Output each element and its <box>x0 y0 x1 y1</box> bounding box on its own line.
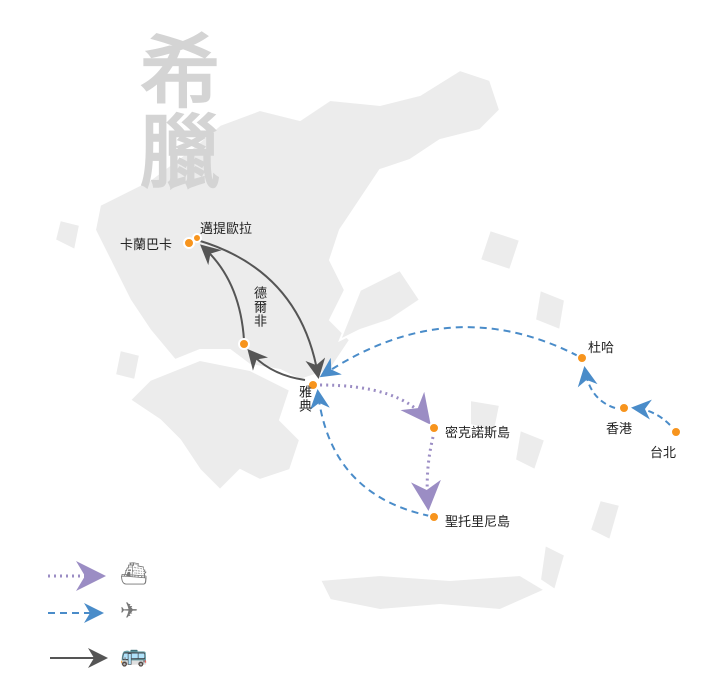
point-delphi <box>238 338 250 350</box>
map-title: 希臘 <box>127 30 220 190</box>
label-taipei: 台北 <box>650 446 677 461</box>
route-bus-athens-delphi <box>247 348 306 381</box>
point-hongkong <box>618 402 630 414</box>
point-kalambaka <box>183 237 195 249</box>
label-mykonos: 密克諾斯島 <box>445 426 511 441</box>
label-athens: 雅典 <box>296 385 311 413</box>
route-plane-taipei-hk <box>631 399 671 426</box>
label-hongkong: 香港 <box>606 422 633 437</box>
label-santorini: 聖托里尼島 <box>445 515 511 530</box>
route-ship-mykonos-santorini <box>411 436 441 511</box>
route-bus-delphi-meteora <box>200 244 245 341</box>
airplane-icon: ✈ <box>120 599 139 624</box>
point-doha <box>576 352 588 364</box>
label-doha: 杜哈 <box>588 341 615 356</box>
label-delphi: 德爾非 <box>251 286 266 328</box>
bus-icon: 🚌 <box>120 643 148 668</box>
point-athens <box>307 379 319 391</box>
label-kalambaka: 卡蘭巴卡 <box>120 238 173 253</box>
point-taipei <box>670 426 682 438</box>
route-plane-doha-athens <box>319 326 579 378</box>
greece-landmass <box>53 68 622 612</box>
route-plane-santorini-athens <box>309 389 431 517</box>
point-mykonos <box>428 422 440 434</box>
route-ship-athens-mykonos <box>319 383 431 425</box>
route-plane-hk-doha <box>577 366 616 409</box>
point-santorini <box>428 511 440 523</box>
point-meteora <box>192 233 202 243</box>
label-meteora: 邁提歐拉 <box>200 222 253 237</box>
ship-icon: ⛴ <box>120 562 148 587</box>
